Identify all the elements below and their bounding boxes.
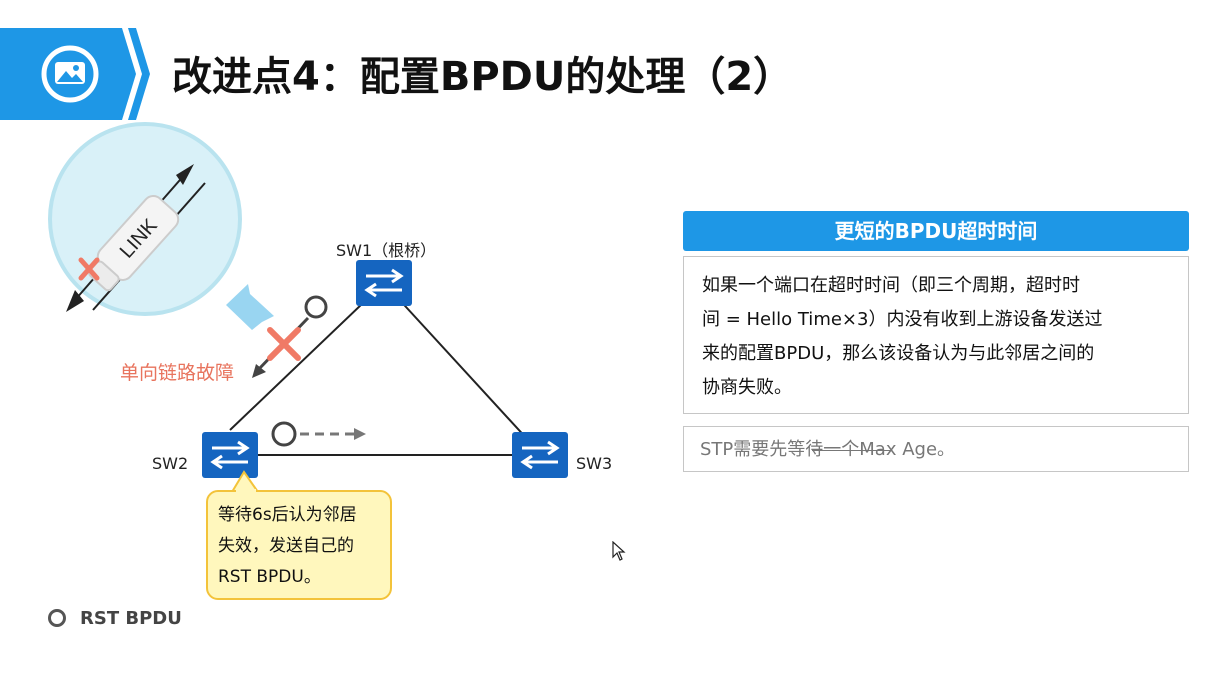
fault-x-icon [267,327,301,361]
link-sw1-sw2 [229,282,385,431]
callout-line: RST BPDU。 [218,567,321,587]
panel-body: 如果一个端口在超时时间（即三个周期，超时时 间 = Hello Time×3）内… [683,256,1189,414]
switch-sw3-icon [512,432,568,478]
strikethrough-line [812,450,890,451]
fault-label: 单向链路故障 [120,362,235,384]
page-title: 改进点4：配置BPDU的处理（2） [172,54,794,100]
arrow-right-icon [354,428,366,440]
callout-line: 失效，发送自己的 [218,536,354,556]
panel-line: 如果一个端口在超时时间（即三个周期，超时时 [702,275,1080,296]
switch-sw1-icon [356,260,412,306]
arrow-up-icon [176,164,194,185]
topology-diagram: LINK [48,122,568,493]
sw2-label: SW2 [152,454,189,473]
arrow-down-left-icon [252,364,266,378]
rst-bpdu-ring-icon [271,421,297,447]
header-banner [0,28,150,120]
bpdu-ring-icon [304,295,328,319]
callout-note: 等待6s后认为邻居 失效，发送自己的 RST BPDU。 [206,490,392,600]
switch-sw2-icon [202,432,258,478]
arrow-down-icon [66,290,84,312]
link-cable-icon [88,195,180,292]
sw3-label: SW3 [576,454,613,473]
zoom-pointer-icon [226,284,274,330]
link-zoom-bubble: LINK [48,122,242,316]
fault-x-icon-small [78,257,100,281]
panel-line: 来的配置BPDU，那么该设备认为与此邻居之间的 [702,343,1095,364]
panel-line: 协商失败。 [702,377,792,398]
link-sw1-sw3 [383,282,541,454]
panel-note: STP需要先等待一个Max Age。 [683,426,1189,472]
legend: RST BPDU [48,603,182,633]
callout-line: 等待6s后认为邻居 [218,505,357,525]
panel-line: 间 = Hello Time×3）内没有收到上游设备发送过 [702,309,1103,330]
image-icon [41,45,99,103]
legend-label: RST BPDU [80,607,182,629]
mouse-cursor-icon [612,541,626,561]
rst-bpdu-legend-icon [48,609,66,627]
panel-heading: 更短的BPDU超时时间 [683,211,1189,251]
sw1-label: SW1（根桥） [336,241,437,260]
